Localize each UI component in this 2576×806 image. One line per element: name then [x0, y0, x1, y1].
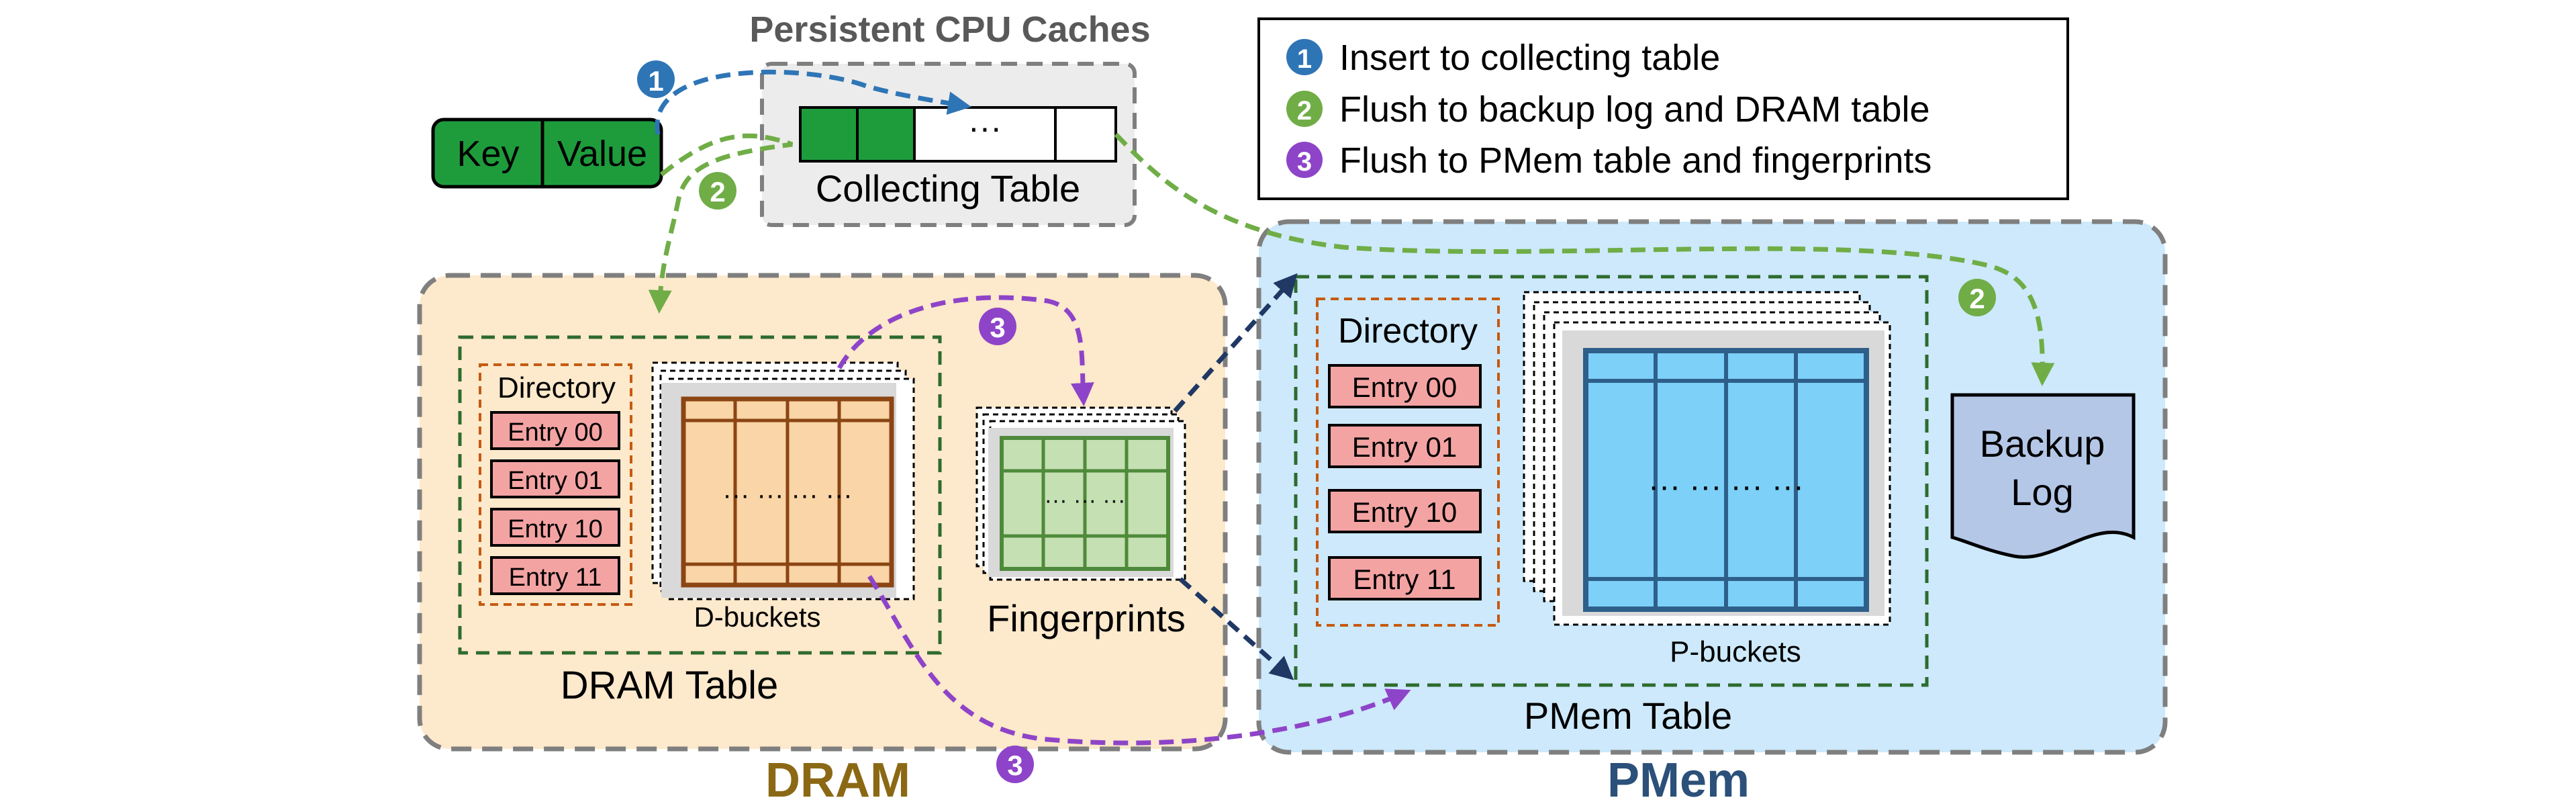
p-bucket-dots: ··· ··· ··· ···: [1648, 469, 1804, 504]
svg-text:3: 3: [1007, 750, 1022, 781]
svg-text:Entry 11: Entry 11: [1353, 564, 1456, 595]
pmem-entry: [1328, 489, 1482, 533]
backup-log-line1: Backup: [1980, 422, 2105, 465]
dram-region-label: DRAM: [765, 754, 910, 806]
dram-directory-label: Directory: [497, 371, 616, 404]
backup-log-shape: [1950, 393, 2136, 559]
d-bucket-dots: ··· ··· ··· ···: [722, 480, 852, 510]
svg-text:1: 1: [648, 65, 663, 97]
legend-text-3: Flush to PMem table and fingerprints: [1339, 140, 1931, 181]
arrow-fp-to-pmem-top: [1173, 273, 1298, 413]
arrow-insert: [655, 69, 971, 135]
svg-text:Entry 01: Entry 01: [1352, 431, 1457, 463]
step-1-badge: 1: [637, 60, 675, 98]
dram-entry: [490, 556, 620, 595]
svg-text:Entry 11: Entry 11: [509, 564, 602, 592]
legend-text-1: Insert to collecting table: [1339, 38, 1720, 78]
fingerprints-label: Fingerprints: [987, 597, 1186, 639]
legend-item-1: 1 Insert to collecting table: [1286, 38, 1720, 78]
dram-directory-box: [479, 363, 632, 606]
step-2-badge-log: 2: [1958, 279, 1996, 316]
d-buckets: ··· ··· ··· ···: [651, 361, 915, 600]
svg-text:3: 3: [990, 312, 1005, 343]
dram-table-box: [458, 335, 942, 655]
backup-log-line2: Log: [2011, 471, 2073, 513]
dram-table-label: DRAM Table: [561, 664, 779, 707]
svg-text:Entry 10: Entry 10: [508, 515, 603, 543]
d-buckets-label: D-buckets: [694, 601, 820, 633]
pmem-table-box: [1294, 275, 1929, 687]
value-label: Value: [557, 134, 647, 174]
svg-text:Entry 00: Entry 00: [508, 418, 603, 447]
pmem-table-label: PMem Table: [1524, 695, 1732, 737]
collecting-table-label: Collecting Table: [816, 167, 1080, 210]
legend-item-2: 2 Flush to backup log and DRAM table: [1286, 89, 1929, 130]
arrow-flush-log: [1114, 132, 2055, 386]
svg-text:Entry 01: Entry 01: [508, 467, 603, 495]
slot-filled: [799, 106, 859, 163]
legend-text-2: Flush to backup log and DRAM table: [1339, 89, 1929, 130]
key-value-box: [431, 118, 663, 189]
p-buckets-label: P-buckets: [1670, 635, 1801, 668]
arrow-flush-dram: [648, 133, 794, 314]
key-label: Key: [457, 134, 519, 174]
backup-log: Backup Log: [1950, 393, 2136, 559]
svg-text:Entry 10: Entry 10: [1352, 496, 1457, 528]
slot-dots: ···: [968, 109, 1002, 146]
legend-item-3: 3 Flush to PMem table and fingerprints: [1286, 140, 1931, 181]
pmem-region-label: PMem: [1607, 754, 1750, 806]
arrow-flush-pmem: [867, 575, 1411, 746]
svg-text:1: 1: [1297, 44, 1312, 74]
svg-text:2: 2: [710, 176, 725, 208]
pmem-entry: [1328, 556, 1482, 600]
key-value-pair: Key Value: [431, 118, 663, 189]
slot-filled: [856, 106, 916, 163]
svg-text:2: 2: [1969, 283, 1985, 314]
step-2-badge: 2: [699, 172, 736, 210]
collecting-table-slots: ···: [799, 106, 1117, 163]
dram-entry: [490, 411, 620, 450]
pmem-directory-label: Directory: [1338, 312, 1478, 351]
dram-directory: Directory Entry 00 Entry 01 Entry 10 Ent…: [479, 363, 632, 606]
fingerprints: ··· ··· ···: [975, 406, 1186, 581]
dram-entry: [490, 459, 620, 498]
pmem-directory-box: [1316, 298, 1500, 627]
svg-text:Entry 00: Entry 00: [1352, 371, 1457, 403]
dram-entry: [490, 508, 620, 547]
pmem-directory: Directory Entry 00 Entry 01 Entry 10 Ent…: [1316, 298, 1500, 627]
slot-empty: [1054, 106, 1117, 163]
svg-text:3: 3: [1297, 147, 1312, 177]
fingerprint-dots: ··· ··· ···: [1045, 488, 1126, 513]
p-buckets: ··· ··· ··· ···: [1523, 291, 1891, 626]
legend-box: [1257, 17, 2069, 200]
arrow-fp-to-pmem-bottom: [1178, 577, 1294, 680]
svg-text:2: 2: [1297, 96, 1312, 126]
step-3-badge-top: 3: [979, 308, 1016, 345]
arrow-flush-fingerprints: [837, 295, 1094, 406]
step-3-badge-bottom: 3: [996, 746, 1034, 783]
cpu-caches-title: Persistent CPU Caches: [749, 9, 1150, 50]
pmem-entry: [1328, 364, 1482, 408]
pmem-entry: [1328, 424, 1482, 468]
